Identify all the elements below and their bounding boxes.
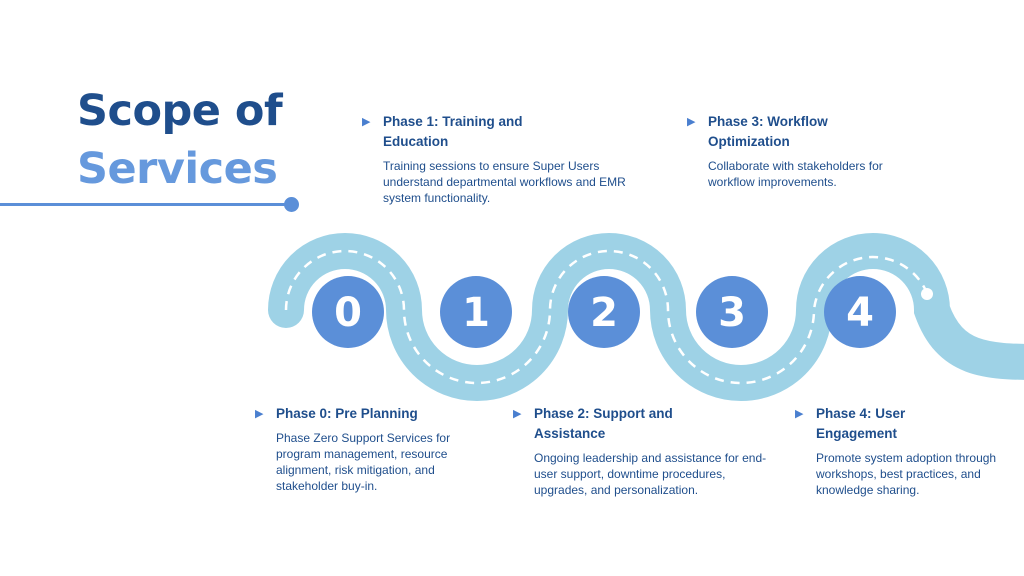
play-arrow-icon: ▶ <box>513 408 522 420</box>
road-path <box>268 233 1024 401</box>
phase-4-description: Promote system adoption through workshop… <box>816 451 997 497</box>
step-4-number: 4 <box>846 290 874 336</box>
phase-3-description: Collaborate with stakeholders for workfl… <box>708 159 883 189</box>
title-line-1: Scope of <box>77 86 283 136</box>
phase-4-title: Phase 4: User Engagement <box>816 406 906 441</box>
phase-0-title: Phase 0: Pre Planning <box>276 406 418 421</box>
phase-1-title: Phase 1: Training and Education <box>383 114 523 149</box>
step-1-circle <box>440 276 512 348</box>
step-0-circle <box>312 276 384 348</box>
title-underline <box>0 203 290 206</box>
phase-1-block: ▶ Phase 1: Training and Education Traini… <box>362 112 627 206</box>
phase-2-description: Ongoing leadership and assistance for en… <box>534 451 767 497</box>
road-end-dot <box>921 288 933 300</box>
step-4-circle <box>824 276 896 348</box>
phase-1-description: Training sessions to ensure Super Users … <box>383 159 626 205</box>
step-1-number: 1 <box>462 290 490 336</box>
page-title: Scope of Services <box>77 82 283 198</box>
phase-2-title: Phase 2: Support and Assistance <box>534 406 673 441</box>
step-2-number: 2 <box>590 290 618 336</box>
step-0-number: 0 <box>334 290 362 336</box>
phase-0-description: Phase Zero Support Services for program … <box>276 431 451 493</box>
road-dashed-centerline <box>284 249 929 385</box>
title-underline-dot <box>284 197 299 212</box>
phase-2-block: ▶ Phase 2: Support and Assistance Ongoin… <box>513 404 778 498</box>
play-arrow-icon: ▶ <box>687 116 696 128</box>
play-arrow-icon: ▶ <box>362 116 371 128</box>
step-2-circle <box>568 276 640 348</box>
phase-3-block: ▶ Phase 3: Workflow Optimization Collabo… <box>687 112 927 190</box>
step-3-number: 3 <box>718 290 746 336</box>
play-arrow-icon: ▶ <box>795 408 804 420</box>
phase-0-block: ▶ Phase 0: Pre Planning Phase Zero Suppo… <box>255 404 470 494</box>
phase-4-block: ▶ Phase 4: User Engagement Promote syste… <box>795 404 1020 498</box>
step-3-circle <box>696 276 768 348</box>
title-line-2: Services <box>77 144 278 194</box>
play-arrow-icon: ▶ <box>255 408 264 420</box>
phase-3-title: Phase 3: Workflow Optimization <box>708 114 828 149</box>
